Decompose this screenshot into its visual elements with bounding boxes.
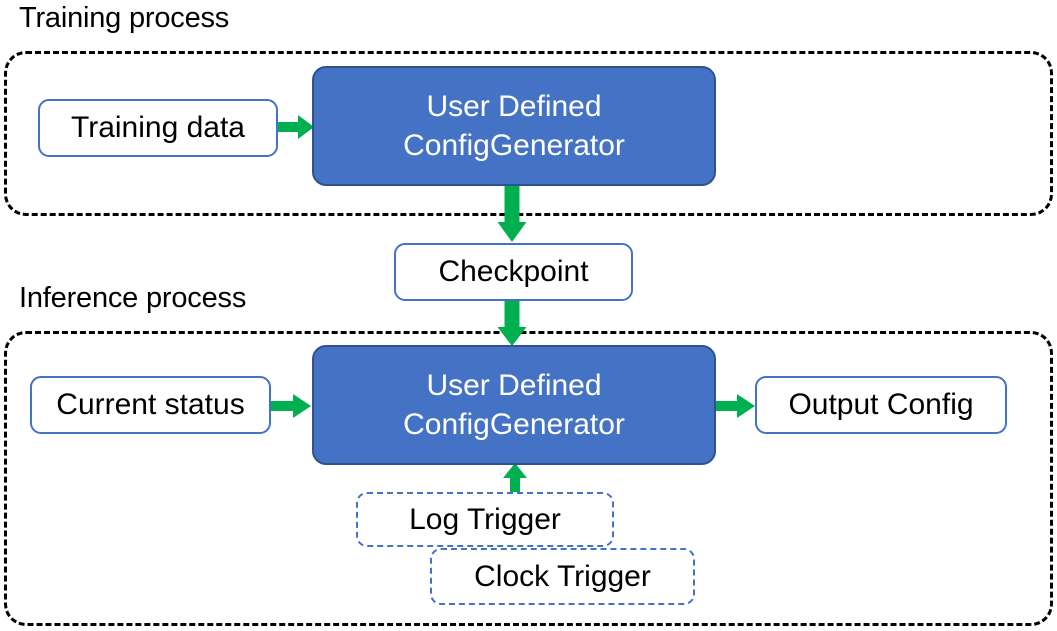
node-user-defined-configgenerator-inference[interactable]: User Defined ConfigGenerator xyxy=(312,345,716,465)
training-process-container xyxy=(4,51,1053,216)
node-generator-inference-label-line2: ConfigGenerator xyxy=(403,408,625,441)
node-generator-training-label-line1: User Defined xyxy=(426,90,602,123)
node-current-status[interactable]: Current status xyxy=(30,376,271,434)
inference-process-container xyxy=(4,331,1053,626)
node-training-data[interactable]: Training data xyxy=(38,99,278,157)
node-generator-inference-label-line1: User Defined xyxy=(426,369,602,402)
node-checkpoint-label: Checkpoint xyxy=(438,255,589,288)
node-output-config-label: Output Config xyxy=(788,388,974,421)
node-output-config[interactable]: Output Config xyxy=(755,376,1007,434)
node-checkpoint[interactable]: Checkpoint xyxy=(394,243,633,301)
node-training-data-label: Training data xyxy=(71,111,245,144)
inference-process-caption: Inference process xyxy=(19,282,247,314)
node-log-trigger[interactable]: Log Trigger xyxy=(356,492,614,547)
node-user-defined-configgenerator-training[interactable]: User Defined ConfigGenerator xyxy=(312,66,716,186)
node-clock-trigger[interactable]: Clock Trigger xyxy=(430,548,695,605)
node-clock-trigger-label: Clock Trigger xyxy=(474,559,651,593)
node-current-status-label: Current status xyxy=(56,388,245,421)
node-log-trigger-label: Log Trigger xyxy=(409,502,561,536)
node-generator-training-label-line2: ConfigGenerator xyxy=(403,129,625,162)
training-process-caption: Training process xyxy=(19,2,230,34)
